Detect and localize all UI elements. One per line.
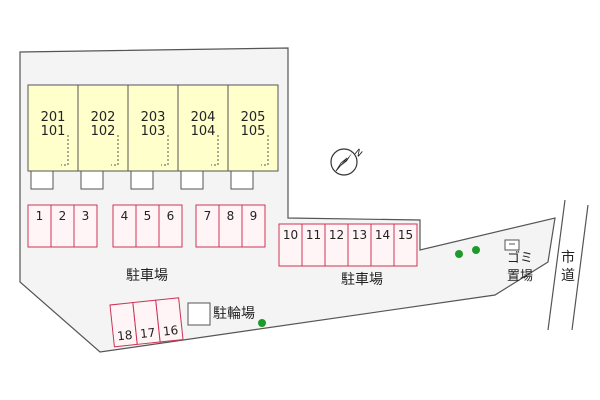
porch bbox=[180, 170, 204, 190]
parking-space-number: 17 bbox=[139, 325, 156, 341]
garbage-box bbox=[504, 239, 520, 251]
bicycle-shed bbox=[187, 302, 211, 326]
building-unit-body bbox=[227, 84, 279, 172]
stair-line bbox=[111, 135, 119, 166]
unit-number-lower: 104 bbox=[191, 124, 216, 139]
parking-space-number: 6 bbox=[167, 209, 175, 223]
tree-icon bbox=[472, 246, 480, 254]
stair-line bbox=[211, 135, 219, 166]
parking-space-number: 10 bbox=[283, 228, 298, 242]
stair-line bbox=[161, 135, 169, 166]
parking-row: 4 5 6 bbox=[112, 204, 183, 248]
parking-space bbox=[158, 204, 183, 248]
garbage-label-line1: ゴミ bbox=[507, 250, 533, 266]
parking-space-number: 14 bbox=[375, 228, 390, 242]
road-line-left bbox=[547, 199, 566, 331]
parking-space-number: 1 bbox=[36, 209, 44, 223]
unit-number-upper: 203 bbox=[141, 110, 166, 125]
parking-space-number: 9 bbox=[250, 209, 258, 223]
unit-number-upper: 205 bbox=[241, 110, 266, 125]
unit-number-lower: 103 bbox=[141, 124, 166, 139]
bicycle-parking-label: 駐輪場 bbox=[213, 305, 255, 322]
parking-row: 18 17 16 bbox=[109, 297, 184, 348]
parking-space-number: 12 bbox=[329, 228, 344, 242]
parking-space-number: 16 bbox=[162, 323, 179, 339]
road-label-line2: 道 bbox=[561, 268, 575, 284]
garbage-label-line2: 置場 bbox=[507, 269, 533, 284]
porch bbox=[130, 170, 154, 190]
compass-icon bbox=[330, 148, 358, 176]
parking-space-number: 3 bbox=[82, 209, 90, 223]
parking-space-number: 8 bbox=[227, 209, 235, 223]
tree-icon bbox=[455, 250, 463, 258]
parking-space bbox=[241, 204, 266, 248]
parking-row: 7 8 9 bbox=[195, 204, 266, 248]
parking-label-left: 駐車場 bbox=[126, 267, 168, 284]
unit-number-upper: 201 bbox=[41, 110, 66, 125]
unit-number-lower: 102 bbox=[91, 124, 116, 139]
stair-line bbox=[61, 135, 69, 166]
parking-row: 1 2 3 bbox=[27, 204, 98, 248]
road-line-right bbox=[571, 204, 589, 331]
parking-space-number: 11 bbox=[306, 228, 321, 242]
parking-row: 10 11 12 13 14 15 bbox=[278, 223, 418, 267]
parking-space-number: 15 bbox=[398, 228, 413, 242]
parking-space bbox=[155, 297, 184, 343]
building-unit-body bbox=[177, 84, 229, 172]
parking-space-number: 4 bbox=[121, 209, 129, 223]
compass-n-label: N bbox=[352, 148, 364, 160]
tree-icon bbox=[258, 319, 266, 327]
unit-number-upper: 204 bbox=[191, 110, 216, 125]
parking-space-number: 13 bbox=[352, 228, 367, 242]
parking-space-number: 7 bbox=[204, 209, 212, 223]
unit-number-upper: 202 bbox=[91, 110, 116, 125]
unit-number-lower: 105 bbox=[241, 124, 266, 139]
parking-space-number: 18 bbox=[116, 328, 133, 344]
unit-number-lower: 101 bbox=[41, 124, 66, 139]
parking-space bbox=[73, 204, 98, 248]
porch bbox=[30, 170, 54, 190]
road-label-line1: 市 bbox=[561, 249, 575, 266]
parking-space-number: 2 bbox=[59, 209, 67, 223]
porch bbox=[80, 170, 104, 190]
porch bbox=[230, 170, 254, 190]
parking-space-number: 5 bbox=[144, 209, 152, 223]
parking-space bbox=[393, 223, 418, 267]
building-unit-body bbox=[27, 84, 79, 172]
parking-label-right: 駐車場 bbox=[341, 271, 383, 288]
stair-line bbox=[261, 135, 269, 166]
building-unit-body bbox=[77, 84, 129, 172]
